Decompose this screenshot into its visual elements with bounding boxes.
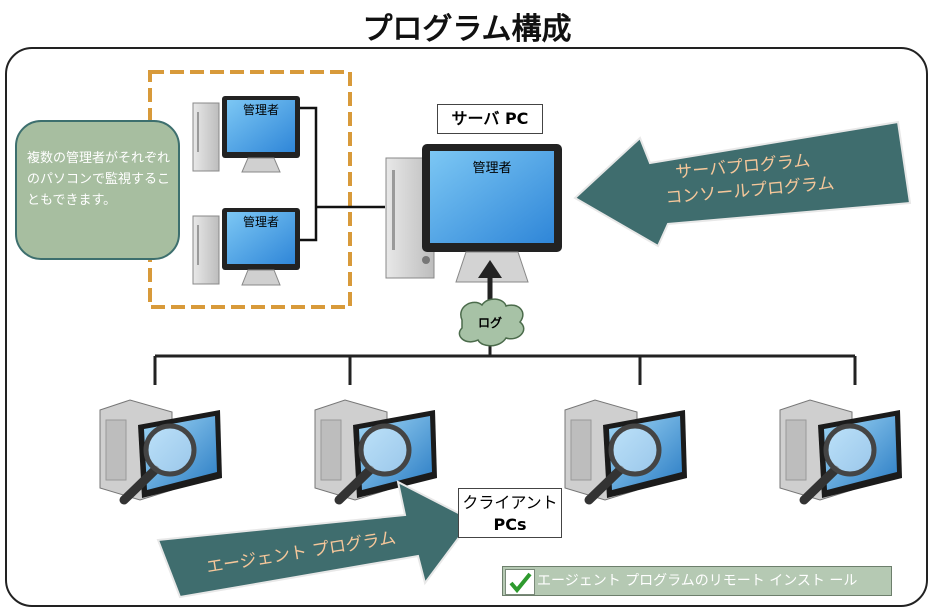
server-screen-label: 管理者 [472, 161, 512, 176]
remote-install-footer: エージェント プログラムのリモート インスト ール [502, 566, 892, 596]
client-pc-4 [779, 399, 902, 505]
network-lines [153, 354, 857, 385]
client-pc-3 [564, 399, 687, 505]
admin-screen-label-2: 管理者 [242, 215, 279, 229]
server-program-arrow [573, 120, 912, 248]
client-label: クライアント PCs [458, 488, 562, 538]
server-pc [385, 144, 562, 283]
admin-pc-1 [192, 96, 300, 173]
client-label-line2: PCs [493, 515, 527, 534]
admin-screen-label-1: 管理者 [242, 103, 279, 117]
footer-text: エージェント プログラムのリモート インスト ール [537, 573, 858, 589]
agent-program-arrow [156, 480, 474, 599]
note-bubble: 複数の管理者がそれぞれのパソコンで監視することもできます。 [15, 120, 180, 260]
client-label-line1: クライアント [462, 493, 558, 512]
check-icon [505, 569, 535, 595]
admin-bracket [300, 106, 318, 242]
client-pc-2 [314, 399, 437, 505]
log-cloud [458, 298, 525, 347]
admin-pc-2 [192, 208, 300, 286]
server-label: サーバ PC [437, 104, 543, 134]
log-label: ログ [477, 316, 502, 330]
page-title: プログラム構成 [362, 12, 572, 47]
client-pc-1 [99, 399, 222, 505]
